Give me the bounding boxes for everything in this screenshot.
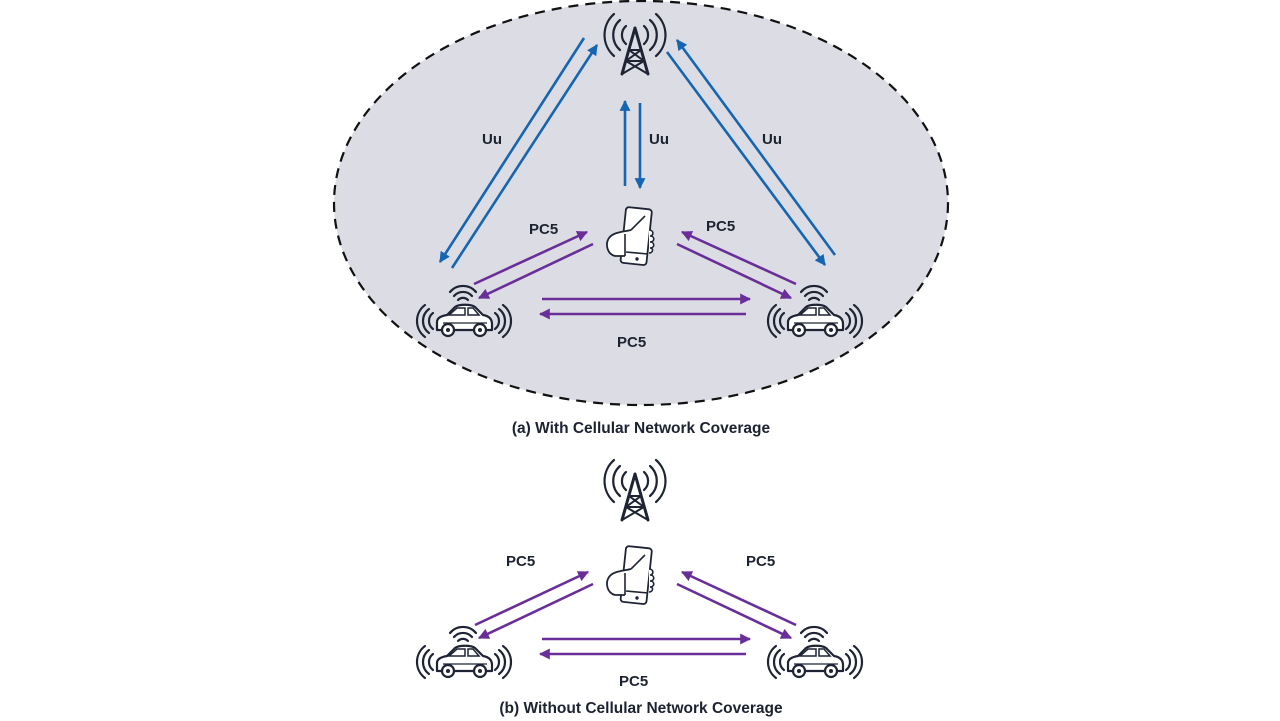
label-pc5-right: PC5 <box>706 218 735 235</box>
pc5-arrow-phone-to-right-car <box>676 242 792 300</box>
pc5-arrow-right-car-to-phone <box>681 230 797 286</box>
pc5-arrow-right-car-to-phone <box>681 570 797 627</box>
label-pc5-bottom: PC5 <box>619 673 648 690</box>
label-pc5-left: PC5 <box>506 553 535 570</box>
pc5-arrow-phone-to-left-car <box>478 242 594 300</box>
caption-panel-a: (a) With Cellular Network Coverage <box>512 420 771 437</box>
smartphone-in-hand-icon <box>606 545 655 606</box>
panel-a: Uu Uu Uu PC5 PC5 PC5 (a) With Cellular N… <box>332 0 950 437</box>
pc5-arrow-left-car-to-phone <box>473 230 588 286</box>
caption-panel-b: (b) Without Cellular Network Coverage <box>499 700 783 717</box>
label-pc5-left: PC5 <box>529 221 558 238</box>
pc5-arrow-phone-to-right-car <box>676 582 792 640</box>
label-pc5-right: PC5 <box>746 553 775 570</box>
panel-b: PC5 PC5 PC5 (b) Without Cellular Network… <box>415 458 864 717</box>
uu-arrow-tower-to-left-car <box>438 37 586 263</box>
uu-arrow-tower-to-right-car <box>665 51 827 266</box>
label-pc5-bottom: PC5 <box>617 334 646 351</box>
uu-arrow-left-car-to-tower <box>450 44 599 269</box>
label-uu-center: Uu <box>649 131 669 148</box>
cell-tower-icon <box>603 458 667 522</box>
car-left-icon <box>415 625 513 680</box>
uu-arrow-right-car-to-tower <box>675 39 837 256</box>
label-uu-right: Uu <box>762 131 782 148</box>
pc5-arrow-left-car-to-phone <box>474 570 589 627</box>
coverage-area-ellipse <box>332 0 950 407</box>
pc5-arrow-phone-to-left-car <box>478 582 594 640</box>
label-uu-left: Uu <box>482 131 502 148</box>
